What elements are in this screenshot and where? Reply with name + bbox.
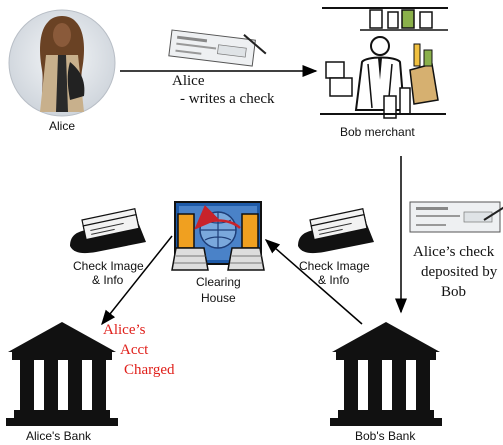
clearing-house-label-2: House <box>201 291 236 305</box>
clearing-to-alicebank-arrow <box>101 235 173 326</box>
bob-bank-icon <box>330 322 442 426</box>
check-icon-top <box>168 29 267 67</box>
deposit-label-2: deposited by <box>421 264 498 280</box>
bob-bank-label: Bob's Bank <box>355 429 416 443</box>
merchant-clipart <box>320 7 448 119</box>
merchant-label: Bob merchant <box>340 125 415 139</box>
right-check-label-1: Check Image <box>299 259 370 273</box>
alice-portrait <box>8 9 116 117</box>
alice-acct-label-1: Alice’s <box>103 322 146 338</box>
left-check-label-2: & Info <box>92 273 124 287</box>
right-check-label-2: & Info <box>318 273 350 287</box>
alice-bank-icon <box>6 322 118 426</box>
clearing-house-icon <box>171 201 265 271</box>
clearing-house-label-1: Clearing <box>196 275 241 289</box>
alice-writes-label-2: - writes a check <box>180 91 275 107</box>
check-icon-deposit <box>409 201 503 233</box>
bobbank-to-clearing-arrow <box>264 239 363 325</box>
alice-acct-label-2: Acct <box>120 342 149 358</box>
alice-bank-label: Alice's Bank <box>26 429 92 443</box>
deposit-label-1: Alice’s check <box>413 244 495 260</box>
alice-writes-label-1: Alice <box>172 73 205 89</box>
deposit-label-3: Bob <box>441 284 466 300</box>
check-stack-icon-left <box>70 208 146 254</box>
left-check-label-1: Check Image <box>73 259 144 273</box>
check-stack-icon-right <box>298 208 374 254</box>
alice-label: Alice <box>49 119 75 133</box>
alice-acct-label-3: Charged <box>124 362 175 378</box>
